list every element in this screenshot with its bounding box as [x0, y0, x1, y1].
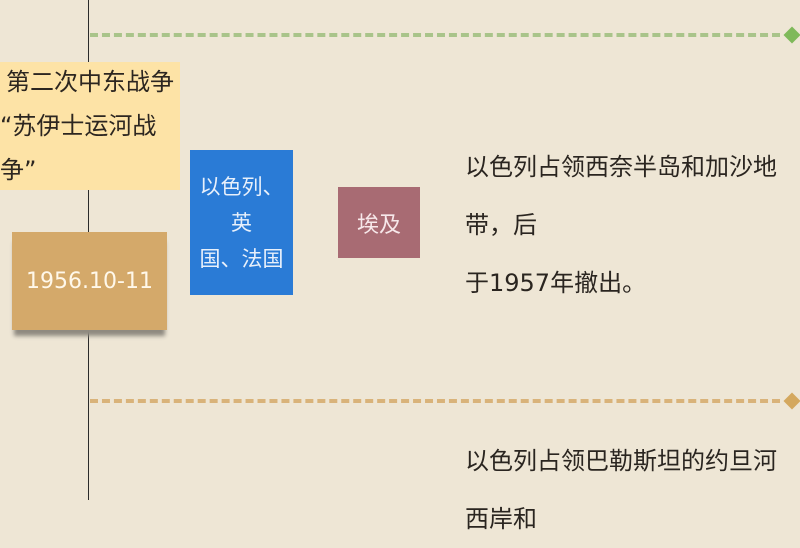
war-title: 第二次中东战争 “苏伊士运河战争”: [0, 62, 180, 190]
divider-orange: [90, 399, 780, 403]
war-title-line2: “苏伊士运河战争”: [0, 112, 157, 184]
war-date-text: 1956.10-11: [26, 268, 153, 294]
war-title-line1: 第二次中东战争: [6, 68, 174, 96]
war-date: 1956.10-11: [12, 232, 167, 330]
war-result-line2: 于1957年撤出。: [465, 269, 647, 297]
defender-text: 埃及: [356, 212, 401, 238]
diamond-marker-icon: [783, 392, 800, 410]
war-result-line1: 以色列占领西奈半岛和加沙地带，后: [465, 153, 777, 239]
war-result: 以色列占领西奈半岛和加沙地带，后 于1957年撤出。: [465, 138, 795, 312]
divider-green: [90, 33, 780, 37]
attackers-line2: 国、法国: [199, 246, 284, 271]
defender-box: 埃及: [338, 187, 420, 258]
attackers-line1: 以色列、英: [199, 174, 284, 235]
attackers-box: 以色列、英 国、法国: [190, 150, 293, 295]
diamond-marker-icon: [783, 26, 800, 44]
next-war-result-line1: 以色列占领巴勒斯坦的约旦河西岸和: [465, 447, 777, 533]
next-war-result: 以色列占领巴勒斯坦的约旦河西岸和: [465, 432, 795, 548]
